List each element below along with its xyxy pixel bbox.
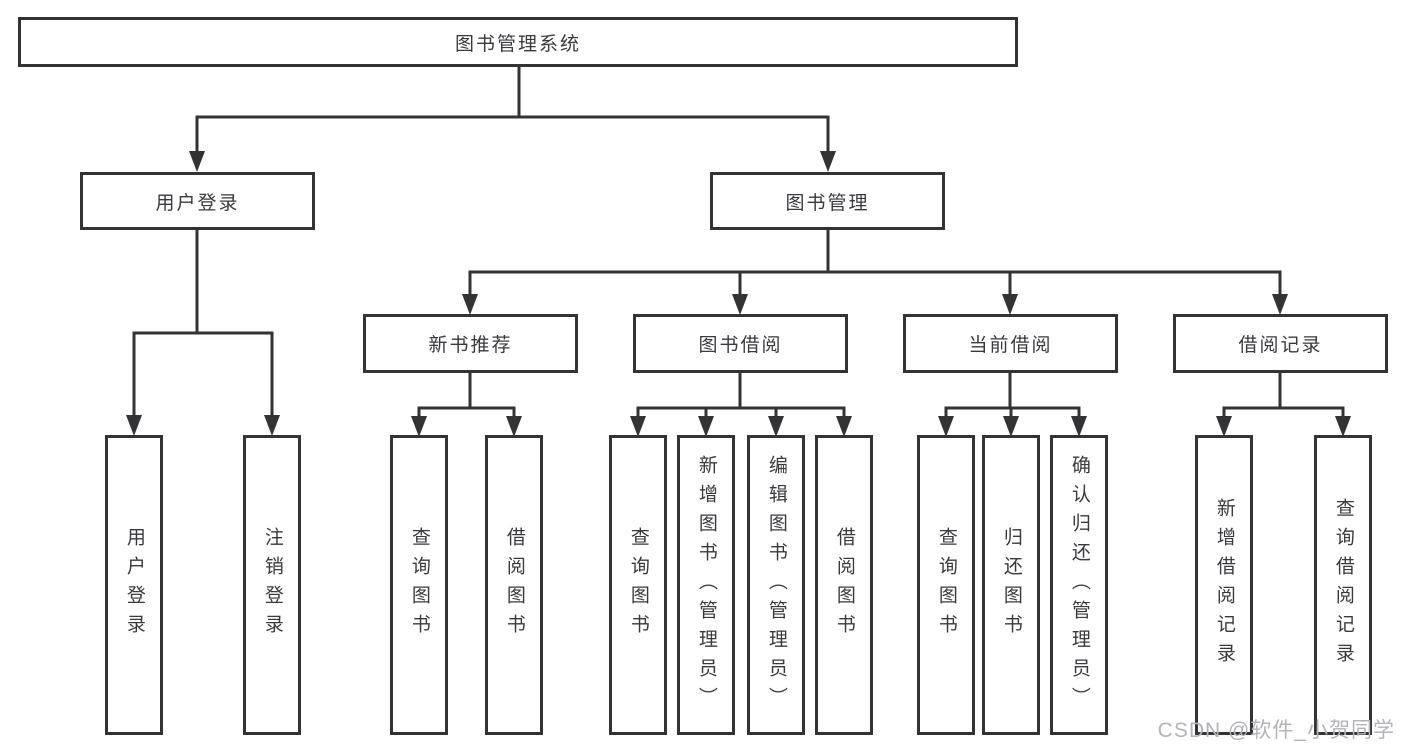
leaf-logout: 注销登录 xyxy=(243,435,301,735)
node-label: 查询图书 xyxy=(935,527,957,643)
leaf-current-query-books: 查询图书 xyxy=(917,435,975,735)
connector-root-to-branches xyxy=(189,67,836,172)
node-label: 用户登录 xyxy=(123,527,145,643)
node-label: 用户登录 xyxy=(155,192,240,214)
node-root-system: 图书管理系统 xyxy=(18,17,1018,67)
node-current-borrowing: 当前借阅 xyxy=(903,314,1118,373)
node-label: 确认归还（管理员） xyxy=(1068,454,1090,716)
connector-userlogin-to-leaves xyxy=(126,230,280,436)
node-label: 借阅记录 xyxy=(1238,335,1323,356)
node-label: 归还图书 xyxy=(1000,527,1022,643)
connector-bookmgmt-to-modules xyxy=(462,230,1288,315)
connector-current-to-leaves xyxy=(938,373,1087,437)
node-label: 注销登录 xyxy=(261,527,283,643)
leaf-borrow-query-books: 查询图书 xyxy=(609,435,667,735)
connector-records-to-leaves xyxy=(1216,373,1351,437)
node-book-management-branch: 图书管理 xyxy=(710,172,945,230)
csdn-watermark: CSDN @软件_小贺同学 xyxy=(1157,719,1395,742)
leaf-newrec-borrow-books: 借阅图书 xyxy=(485,435,543,735)
leaf-current-return-books: 归还图书 xyxy=(982,435,1040,735)
node-label: 图书管理 xyxy=(785,192,870,214)
node-label: 查询借阅记录 xyxy=(1332,498,1354,672)
leaf-current-confirm-return-admin: 确认归还（管理员） xyxy=(1050,435,1108,735)
node-label: 编辑图书（管理员） xyxy=(765,454,787,716)
leaf-records-add-record: 新增借阅记录 xyxy=(1195,435,1253,735)
node-label: 新书推荐 xyxy=(428,335,513,356)
leaf-user-login: 用户登录 xyxy=(105,435,163,735)
node-label: 查询图书 xyxy=(408,527,430,643)
node-label: 当前借阅 xyxy=(968,335,1053,356)
node-borrowing-records: 借阅记录 xyxy=(1173,314,1388,373)
leaf-borrow-edit-books-admin: 编辑图书（管理员） xyxy=(747,435,805,735)
node-label: 借阅图书 xyxy=(503,527,525,643)
leaf-borrow-add-books-admin: 新增图书（管理员） xyxy=(677,435,735,735)
node-book-borrowing: 图书借阅 xyxy=(633,314,848,373)
connector-newrec-to-leaves xyxy=(411,373,522,437)
node-label: 图书借阅 xyxy=(698,335,783,356)
node-new-book-recommendation: 新书推荐 xyxy=(363,314,578,373)
node-user-login-branch: 用户登录 xyxy=(80,172,315,230)
node-label: 图书管理系统 xyxy=(454,33,581,55)
node-label: 借阅图书 xyxy=(833,527,855,643)
leaf-records-query-record: 查询借阅记录 xyxy=(1314,435,1372,735)
leaf-newrec-query-books: 查询图书 xyxy=(390,435,448,735)
connector-borrow-to-leaves xyxy=(630,373,852,437)
leaf-borrow-borrow-books: 借阅图书 xyxy=(815,435,873,735)
node-label: 新增图书（管理员） xyxy=(695,454,717,716)
node-label: 新增借阅记录 xyxy=(1213,498,1235,672)
node-label: 查询图书 xyxy=(627,527,649,643)
